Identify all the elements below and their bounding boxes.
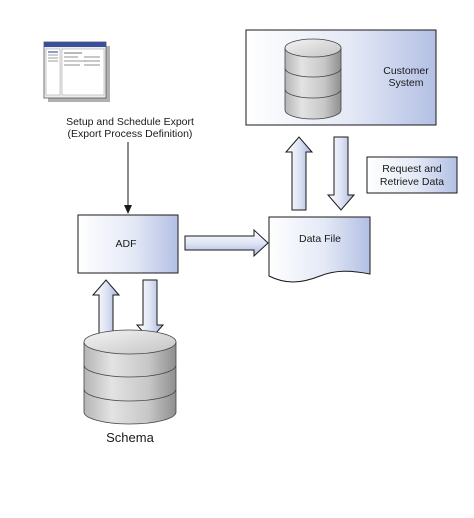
customer-system-label-line2: System xyxy=(388,77,423,89)
request-retrieve-label-line2: Retrieve Data xyxy=(380,176,444,188)
application-screenshot-icon xyxy=(43,41,110,102)
request-retrieve-label-line1: Request and xyxy=(382,163,442,175)
customer-database-icon xyxy=(284,38,342,120)
customer-system-label-line1: Customer xyxy=(383,65,429,77)
schema-label: Schema xyxy=(106,430,154,445)
data-file-label: Data File xyxy=(299,233,341,245)
setup-schedule-label-line1: Setup and Schedule Export xyxy=(66,116,194,128)
request-retrieve-box xyxy=(366,156,458,194)
adf-box xyxy=(77,214,179,274)
datafile-to-customer-arrow xyxy=(284,136,314,211)
adf-to-datafile-arrow xyxy=(184,228,269,258)
adf-label: ADF xyxy=(116,238,137,250)
setup-to-adf-arrowhead xyxy=(124,205,132,214)
customer-to-datafile-arrow xyxy=(326,136,356,211)
schema-database-icon xyxy=(83,329,177,425)
setup-schedule-label-line2: (Export Process Definition) xyxy=(68,128,193,140)
data-file-document xyxy=(268,216,371,283)
